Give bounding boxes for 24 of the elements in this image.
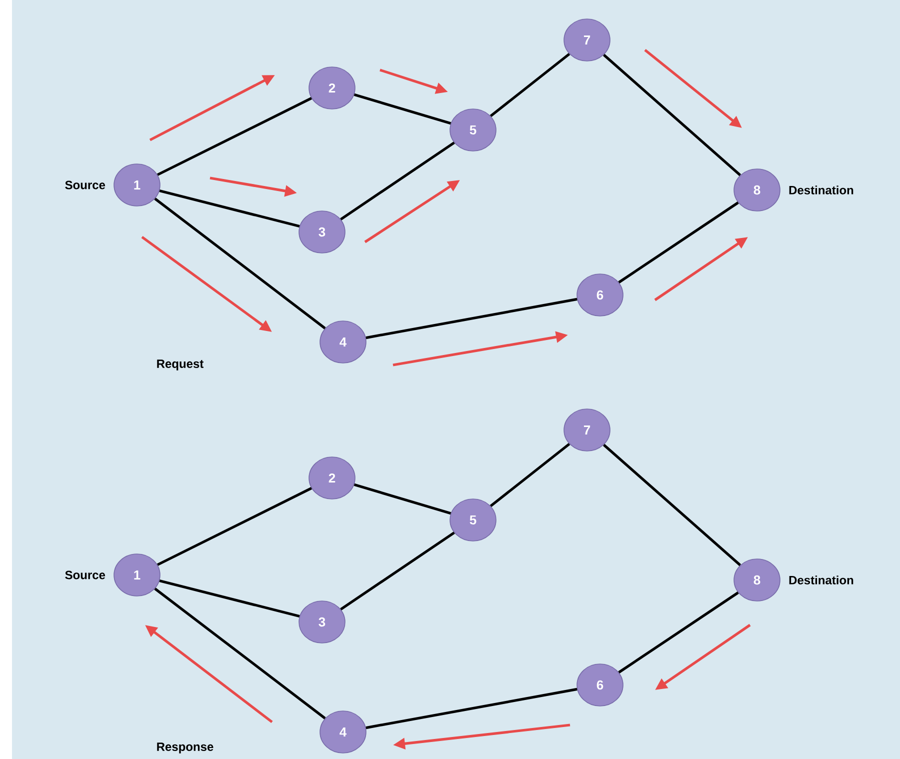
- connector-line: [602, 54, 742, 176]
- connector-line: [366, 298, 578, 340]
- connector-line: [490, 442, 570, 508]
- node-label: Destination: [789, 186, 854, 194]
- connector-line: [354, 483, 452, 515]
- connector-line: [490, 52, 570, 118]
- node-label: Source: [65, 180, 106, 190]
- connector-line: [159, 579, 300, 618]
- connector-line: [154, 198, 326, 330]
- connector-line: [618, 202, 739, 284]
- node-label: Destination: [789, 576, 854, 584]
- caption-label: Response: [157, 742, 214, 754]
- connector-line: [156, 97, 312, 176]
- connector-line: [154, 588, 326, 720]
- connector-line: [340, 532, 455, 610]
- connector-line: [159, 189, 300, 228]
- connector-line: [354, 93, 452, 125]
- connector-line: [618, 592, 739, 674]
- node-label: Source: [65, 570, 106, 580]
- connector-line: [340, 142, 455, 220]
- connector-line: [156, 487, 312, 566]
- connector-line: [602, 444, 742, 566]
- connector-line: [366, 688, 578, 730]
- caption-label: Request: [157, 360, 204, 370]
